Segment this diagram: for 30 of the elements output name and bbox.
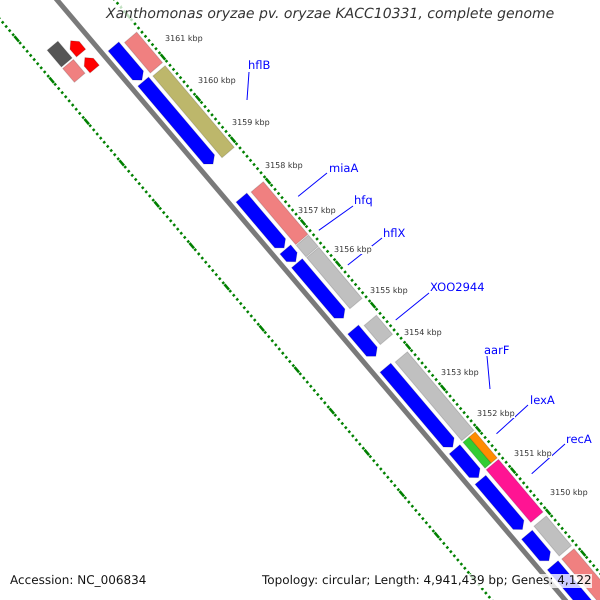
- scale-label: 3155 kbp: [370, 287, 408, 296]
- gene-label: recA: [566, 433, 592, 446]
- scale-label: 3161 kbp: [165, 35, 203, 44]
- scale-label: 3150 kbp: [550, 489, 588, 498]
- accession-text: Accession: NC_006834: [10, 574, 146, 588]
- leader-line: [496, 404, 528, 434]
- gene-label: XOO2944: [430, 281, 485, 294]
- gene-label: hfq: [354, 194, 373, 208]
- leader-line: [531, 444, 566, 474]
- scale-label: 3159 kbp: [232, 119, 270, 128]
- scale-label: 3156 kbp: [334, 246, 372, 254]
- scale-label: 3160 kbp: [198, 77, 236, 86]
- gene-label: miaA: [329, 162, 358, 176]
- leader-line: [395, 292, 430, 320]
- gene-label: hflB: [248, 59, 270, 72]
- scale-label: 3151 kbp: [514, 450, 552, 458]
- gene-label: aarF: [484, 344, 510, 358]
- map-title: Xanthomonas oryzae pv. oryzae KACC10331, complete genome: [104, 6, 556, 22]
- leader-line: [246, 72, 250, 100]
- leader-line: [298, 172, 328, 197]
- scale-label: 3154 kbp: [404, 329, 442, 338]
- gene-label: hflX: [383, 227, 406, 240]
- scale-label: 3158 kbp: [265, 162, 303, 170]
- leader-line: [486, 356, 490, 390]
- scale-label: 3157 kbp: [298, 207, 336, 216]
- genome-info-text: Topology: circular; Length: 4,941,439 bp; Genes: 4,122: [262, 574, 592, 588]
- scale-label: 3153 kbp: [441, 369, 479, 378]
- leader-line: [318, 206, 354, 231]
- gene-label: lexA: [530, 394, 555, 408]
- scale-label: 3152 kbp: [477, 410, 515, 418]
